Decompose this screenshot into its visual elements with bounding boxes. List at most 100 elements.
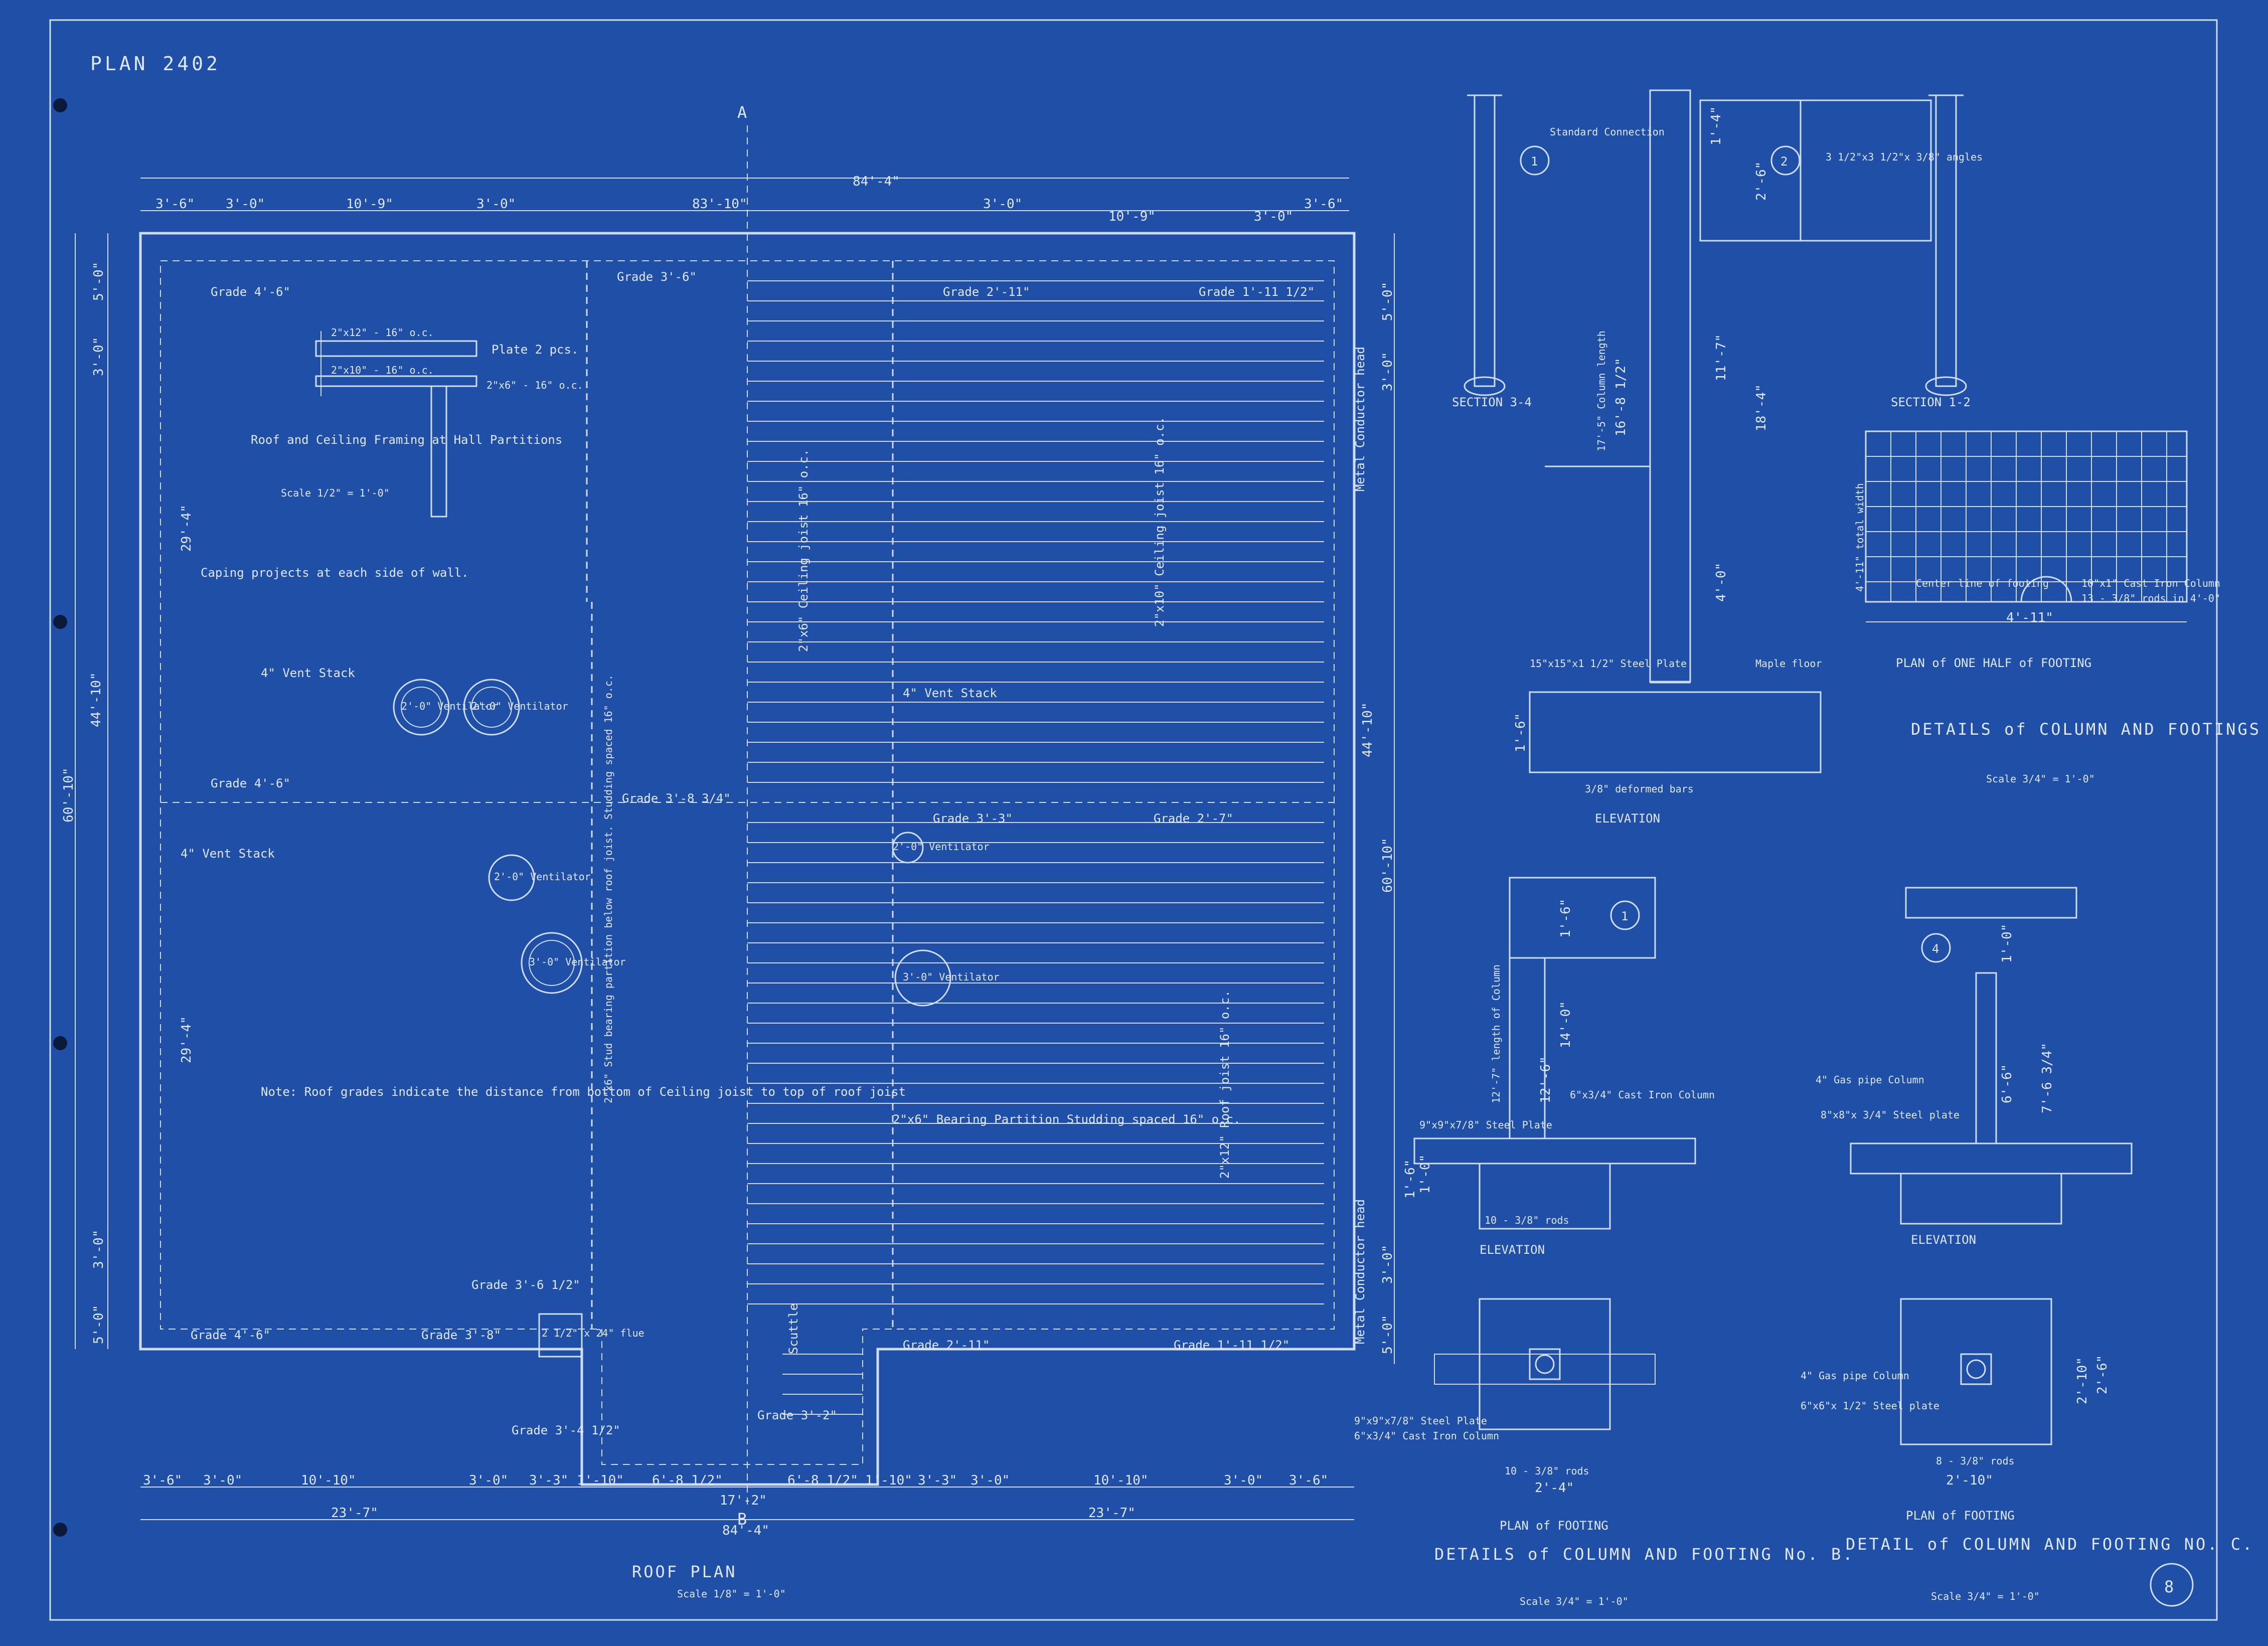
flue-icon: [538, 1313, 583, 1358]
ventilator-icon: [521, 932, 583, 994]
roof-outline: [139, 232, 1356, 1486]
dim-bottom-13: 3'-0": [1224, 1473, 1263, 1488]
dim-top-2: 10'-9": [346, 197, 393, 212]
dim-top-1: 3'-0": [226, 197, 265, 212]
ventilator-icon: [471, 687, 512, 728]
dim-top-overall: 84'-4": [853, 174, 900, 189]
section-12-label: SECTION 1-2: [1891, 395, 1971, 409]
sheet-border: [49, 19, 2218, 1621]
footing-a: [1529, 691, 1822, 773]
dim-top-6: 3'-0": [1254, 209, 1293, 224]
binder-hole: [53, 1036, 67, 1050]
callout-2: 2: [1780, 154, 1788, 169]
column-length-b: 12'-7" length of Column: [1490, 964, 1502, 1103]
dim-left-5: 5'-0": [91, 1305, 106, 1344]
dim-b-4: 1'-0": [1418, 1155, 1433, 1194]
sheet-title: PLAN 2402: [90, 53, 221, 75]
roof-plan: A B 84'-4" 83'-10" 3'-6" 3'-0" 10'-9" 3'…: [61, 103, 1395, 1600]
vent-stack-label-2: 4" Vent Stack: [181, 847, 275, 861]
rods-a: 13 - 3/8" rods in 4'-0": [2081, 592, 2220, 604]
detail-a-scale: Scale 3/4" = 1'-0": [1986, 773, 2095, 785]
callout-4: 4: [1932, 942, 1939, 956]
callout-1b-icon: [1610, 900, 1640, 930]
deformed-bars: 3/8" deformed bars: [1585, 783, 1694, 795]
plan-footing-c: [1900, 1298, 2052, 1445]
plan-rods-c: 8 - 3/8" rods: [1936, 1455, 2015, 1467]
plan-dim-c-0: 2'-10": [1946, 1473, 1993, 1488]
detail-b-scale: Scale 3/4" = 1'-0": [1520, 1595, 1629, 1607]
ceiling-joist-label-2: 2"x10" Ceiling joist 16" o.c.: [1153, 417, 1167, 627]
dim-a-1: 11'-7": [1714, 334, 1729, 381]
steel-plate-a: 15"x15"x1 1/2" Steel Plate: [1530, 657, 1687, 670]
scuttle-label: Scuttle: [786, 1303, 800, 1354]
dim-a-5: 2'-6": [1754, 161, 1769, 201]
ventilator-label-6: 2'-0" Ventilator: [893, 841, 990, 853]
section-34-label: SECTION 3-4: [1452, 395, 1532, 409]
dim-bottom-4: 3'-3": [529, 1473, 568, 1488]
plan-dim-b: 2'-4": [1535, 1480, 1574, 1496]
beam-b: [1509, 877, 1656, 959]
plan-column-b-label: 6"x3/4" Cast Iron Column: [1354, 1430, 1499, 1442]
plan-column-c: [1960, 1353, 1992, 1385]
roof-joist-label: 2"x12" Roof joist 16" o.c.: [1218, 990, 1232, 1179]
dim-right-3: 60'-10": [1380, 838, 1395, 893]
half-footing-plan: [1865, 430, 2188, 603]
framing-note-title: Roof and Ceiling Framing at Hall Partiti…: [251, 433, 562, 447]
dim-bottom-12: 10'-10": [1093, 1473, 1149, 1488]
dim-bottom-14: 3'-6": [1289, 1473, 1328, 1488]
plan-column-b-icon: [1535, 1354, 1555, 1374]
conductor-head-top: Metal Conductor head: [1353, 347, 1367, 491]
ventilator-label-2: 2'-0" Ventilator: [471, 700, 568, 712]
dim-bottom-8: 6'-8 1/2": [787, 1473, 858, 1488]
dim-right-5: 5'-0": [1380, 1315, 1395, 1354]
gas-pipe-c: 4" Gas pipe Column: [1816, 1074, 1924, 1086]
rods-b: 10 - 3/8" rods: [1485, 1214, 1569, 1226]
flue-label: 2 1/2" x 24" flue: [542, 1327, 644, 1339]
callout-1b: 1: [1621, 909, 1628, 923]
dim-bottom-6: 6'-8 1/2": [652, 1473, 723, 1488]
dim-a-0: 16'-8 1/2": [1613, 358, 1629, 436]
dim-b-1: 14'-0": [1558, 1001, 1573, 1048]
detail-a-title: DETAILS of COLUMN AND FOOTINGS NO. A.: [1911, 720, 2268, 739]
ventilator-icon: [401, 687, 442, 728]
dim-bottom-1: 3'-0": [203, 1473, 242, 1488]
detail-c-title: DETAIL of COLUMN AND FOOTING NO. C.: [1846, 1535, 2254, 1554]
sheet-number: 8: [2164, 1577, 2176, 1596]
ventilator-icon: [463, 679, 520, 736]
plan-rods-b: 10 - 3/8" rods: [1505, 1465, 1589, 1477]
binder-hole: [53, 1523, 67, 1537]
joist-label-10: 2"x10" - 16" o.c.: [331, 364, 434, 376]
grade-5: Grade 4'-6": [211, 776, 290, 790]
half-width: 4'-11": [2006, 610, 2053, 625]
steel-plate-c: 8"x8"x 3/4" Steel plate: [1821, 1109, 1960, 1121]
dim-left-2: 29'-4": [179, 505, 194, 552]
ventilator-label-1: 2'-0" Ventilator: [401, 700, 498, 712]
ventilator-icon: [894, 949, 951, 1007]
dim-left-4: 3'-0": [91, 1230, 106, 1269]
dim-a-4: 1'-6": [1513, 713, 1528, 752]
parapet-line: [160, 260, 1335, 1465]
slab-c: [1905, 887, 2077, 919]
beam-end: [1800, 99, 1932, 242]
footing-b: [1479, 1163, 1611, 1230]
grade-7: Grade 3'-3": [933, 811, 1013, 826]
joist-label-12: 2"x12" - 16" o.c.: [331, 326, 434, 339]
elevation-b: ELEVATION: [1480, 1243, 1545, 1257]
dim-left-3: 29'-4": [179, 1016, 194, 1063]
dim-left-0: 5'-0": [91, 262, 106, 301]
dim-bottom-7: 17'-2": [720, 1493, 767, 1508]
grade-14: Grade 3'-2": [757, 1408, 837, 1422]
roof-plan-scale: Scale 1/8" = 1'-0": [677, 1588, 786, 1600]
dim-b-3: 1'-6": [1403, 1160, 1418, 1199]
center-line-label: Center line of footing: [1916, 577, 2049, 589]
grade-9: Grade 3'-6 1/2": [471, 1278, 580, 1292]
plan-of-footing-c: PLAN of FOOTING: [1906, 1509, 2015, 1523]
detail-b-title: DETAILS of COLUMN AND FOOTING No. B.: [1434, 1545, 1855, 1564]
standard-connection: Standard Connection: [1550, 126, 1665, 138]
elevation-c: ELEVATION: [1911, 1233, 1976, 1247]
plan-column-b: [1529, 1348, 1561, 1380]
grade-2: Grade 3'-6": [617, 270, 697, 284]
vent-stack-label: 4" Vent Stack: [261, 666, 355, 680]
grade-3: Grade 2'-11": [943, 285, 1030, 299]
dim-right-0: 5'-0": [1380, 282, 1395, 321]
